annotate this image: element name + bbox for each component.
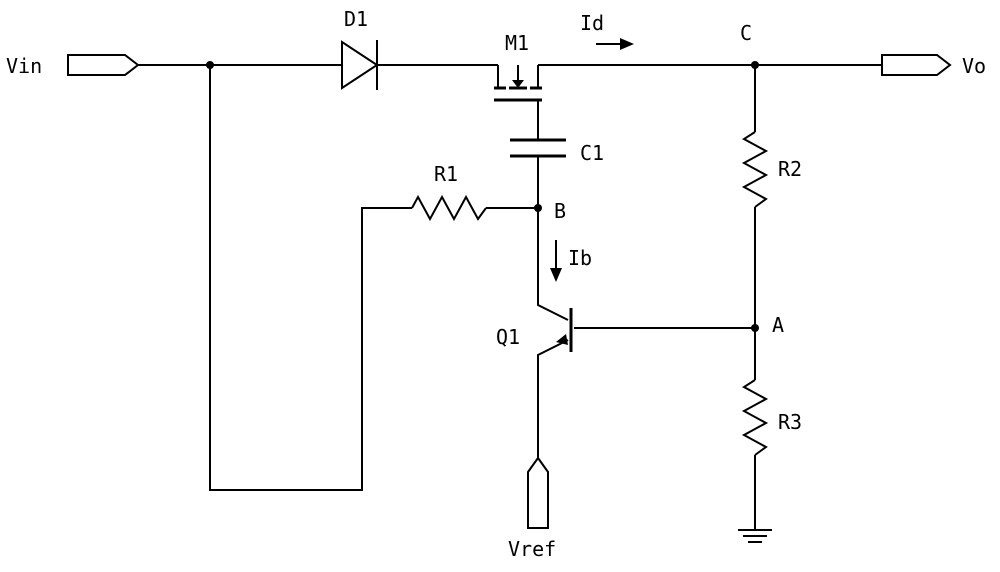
- c1-label: C1: [580, 141, 604, 165]
- vin-port-icon: [68, 55, 138, 75]
- current-id-arrow-icon: [596, 38, 634, 50]
- current-ib-label: Ib: [568, 246, 592, 270]
- node-c-label: C: [740, 21, 752, 45]
- r2-label: R2: [778, 157, 802, 181]
- d1-label: D1: [344, 7, 368, 31]
- vo-port-icon: [882, 55, 950, 75]
- wires: [138, 65, 882, 530]
- resistor-r3-icon: [744, 380, 766, 455]
- junction-vin: [206, 61, 214, 69]
- junction-node-b: [534, 204, 542, 212]
- vref-label: Vref: [508, 537, 556, 561]
- vo-label: Vo: [962, 54, 986, 78]
- m1-label: M1: [505, 31, 529, 55]
- current-id-label: Id: [580, 11, 604, 35]
- r1-label: R1: [434, 162, 458, 186]
- ground-icon: [738, 530, 772, 542]
- vin-label: Vin: [6, 54, 42, 78]
- capacitor-c1-icon: [510, 140, 566, 156]
- vref-port-icon: [528, 458, 548, 528]
- resistor-r2-icon: [744, 132, 766, 207]
- diode-d1-icon: [342, 40, 377, 90]
- r3-label: R3: [778, 410, 802, 434]
- current-ib-arrow-icon: [550, 240, 562, 282]
- resistor-r1-icon: [412, 197, 486, 219]
- mosfet-m1-icon: [494, 65, 542, 108]
- node-b-label: B: [554, 199, 566, 223]
- junction-node-c: [751, 61, 759, 69]
- q1-label: Q1: [496, 325, 520, 349]
- node-a-label: A: [772, 313, 784, 337]
- junction-node-a: [751, 324, 759, 332]
